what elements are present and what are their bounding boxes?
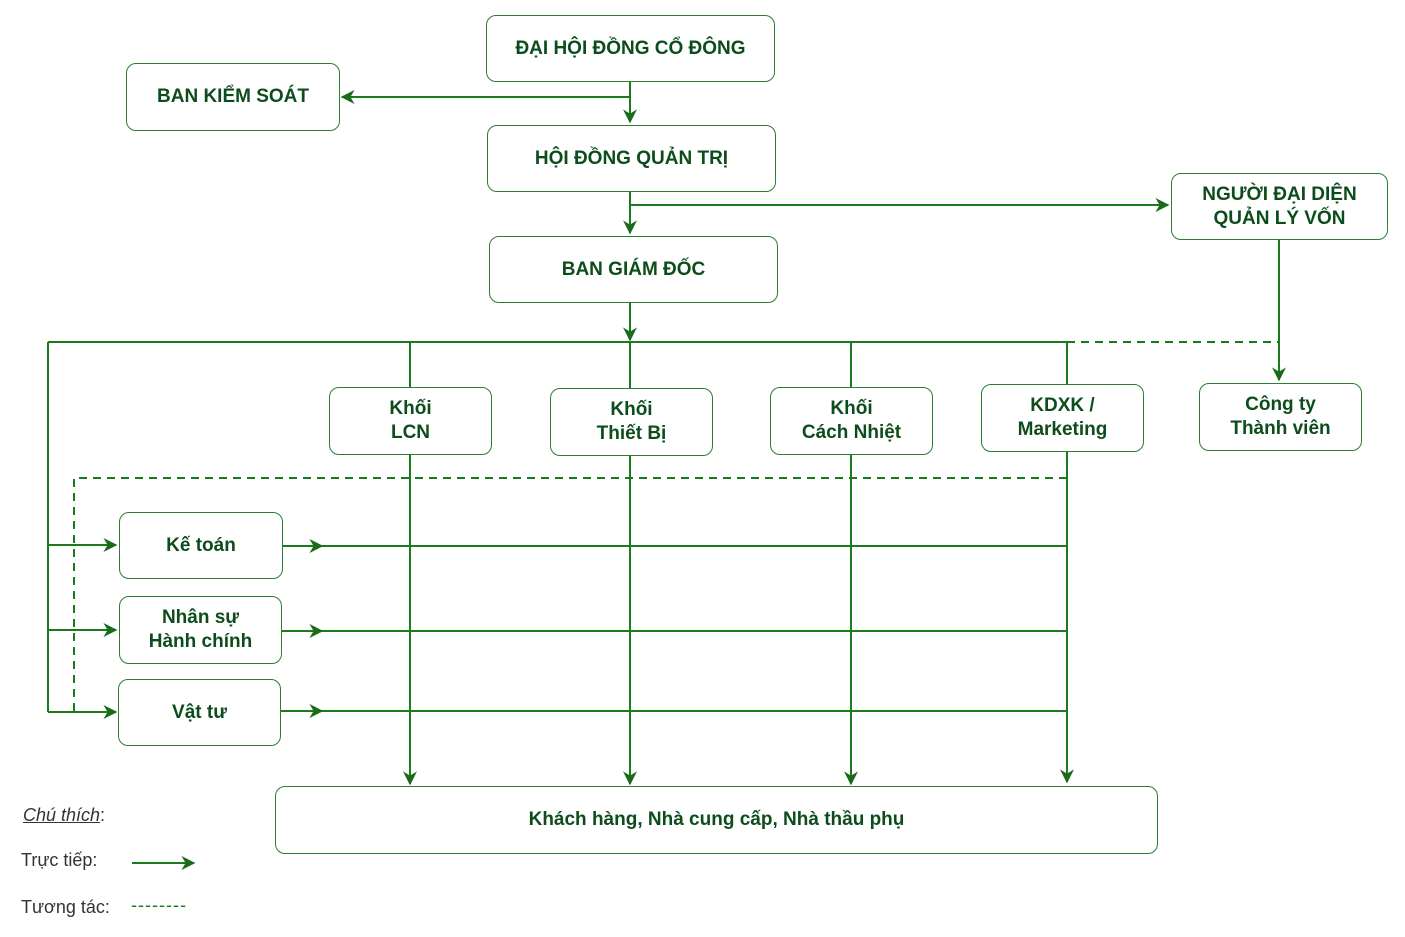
legend-title-colon: : <box>100 805 106 825</box>
node-hoi-dong-quan-tri[interactable]: HỘI ĐỒNG QUẢN TRỊ <box>487 125 776 192</box>
legend-direct-label: Trực tiếp: <box>21 850 98 870</box>
node-vat-tu[interactable]: Vật tư <box>118 679 281 746</box>
node-khoi-lcn[interactable]: Khối LCN <box>329 387 492 455</box>
node-khach-hang-nha-cung-cap[interactable]: Khách hàng, Nhà cung cấp, Nhà thầu phụ <box>275 786 1158 854</box>
dashed-kdxk-staff <box>73 477 1067 712</box>
node-dai-hoi-dong-co-dong[interactable]: ĐẠI HỘI ĐỒNG CỔ ĐÔNG <box>486 15 775 82</box>
node-ke-toan[interactable]: Kế toán <box>119 512 283 579</box>
node-ban-kiem-soat[interactable]: BAN KIỂM SOÁT <box>126 63 340 131</box>
node-cong-ty-thanh-vien[interactable]: Công ty Thành viên <box>1199 383 1362 451</box>
node-kdxk-marketing[interactable]: KDXK / Marketing <box>981 384 1144 452</box>
legend-title: Chú thích <box>23 805 101 825</box>
legend-interaction-label: Tương tác: <box>21 897 110 917</box>
node-nguoi-dai-dien-quan-ly-von[interactable]: NGƯỜI ĐẠI DIỆN QUẢN LÝ VỐN <box>1171 173 1388 240</box>
node-khoi-cach-nhiet[interactable]: Khối Cách Nhiệt <box>770 387 933 455</box>
legend-title-row: Chú thích: <box>23 805 105 826</box>
node-ban-giam-doc[interactable]: BAN GIÁM ĐỐC <box>489 236 778 303</box>
node-khoi-thiet-bi[interactable]: Khối Thiết Bị <box>550 388 713 456</box>
node-nhan-su-hanh-chinh[interactable]: Nhân sự Hành chính <box>119 596 282 664</box>
legend-interaction-sample: -------- <box>131 895 187 915</box>
